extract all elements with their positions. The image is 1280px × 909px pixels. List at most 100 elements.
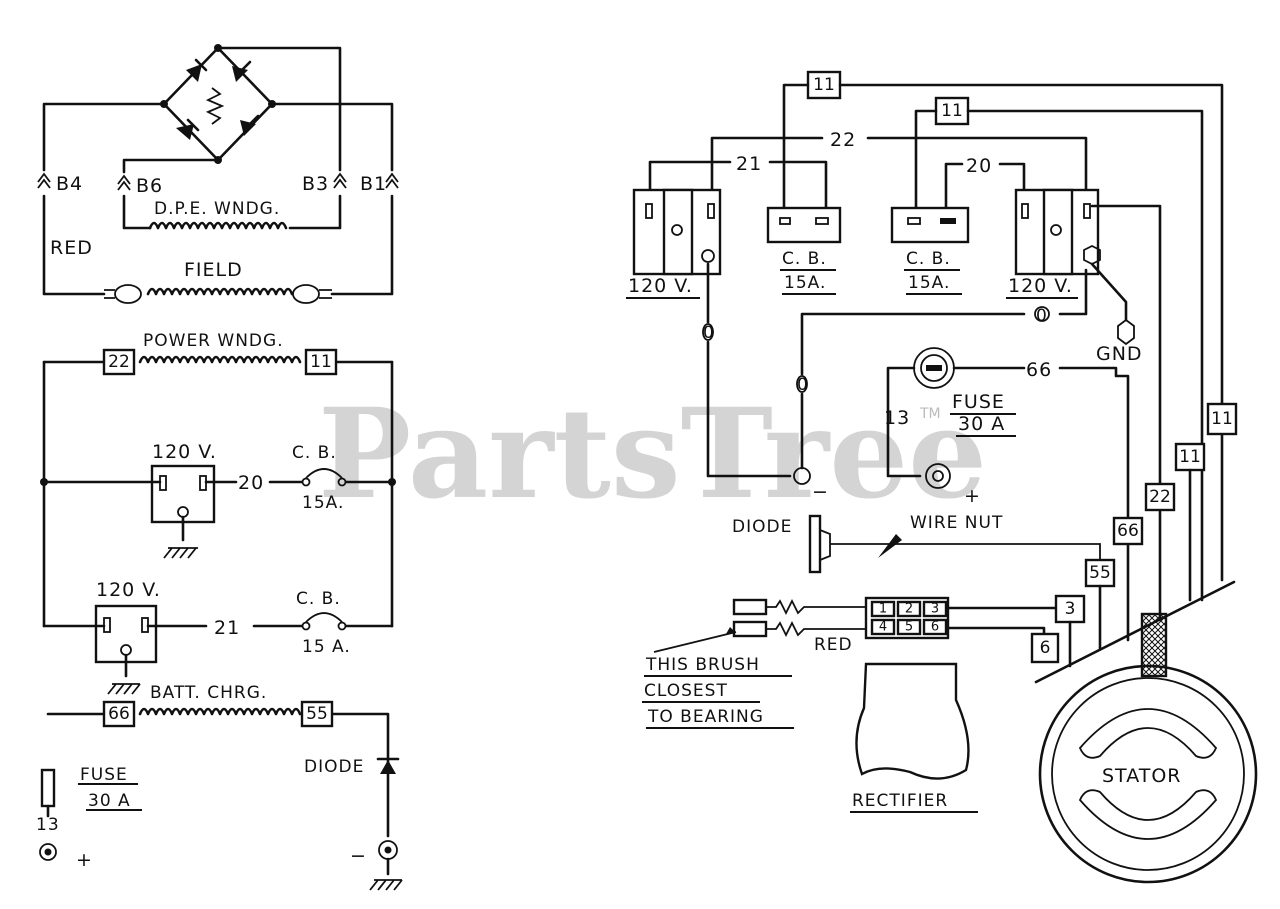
terminal-b4-label: B4 [56, 173, 83, 195]
tag-66: 66 [1117, 521, 1139, 541]
ground-icon [163, 547, 198, 559]
wire-nut-icon [878, 534, 902, 558]
tag-6: 6 [1040, 638, 1051, 658]
brush-top-icon [732, 598, 768, 616]
red-wire-label: RED [814, 635, 853, 655]
negative-sign: − [812, 481, 829, 503]
trademark-mark: TM [919, 406, 941, 422]
cb-bottom-label: C. B. [296, 589, 341, 609]
cb-left-rating: 15A. [784, 273, 826, 293]
dpe-winding-label: D.P.E. WNDG. [154, 199, 280, 219]
brush-note-line-3: TO BEARING [647, 707, 764, 727]
top-tag-11-b: 11 [941, 101, 963, 121]
tag-11-c-box [1174, 442, 1206, 472]
connector-cell-5: 5 [905, 620, 913, 635]
bridge-diode-icons [176, 58, 260, 140]
field-winding-coil [146, 287, 294, 296]
battery-positive-terminal [39, 843, 57, 861]
diode-label: DIODE [304, 757, 364, 777]
tag-22: 22 [108, 352, 130, 372]
tag-55-box [300, 700, 334, 728]
power-winding-coil [138, 355, 302, 364]
positive-sign: + [964, 485, 981, 507]
batt-chrg-coil [138, 707, 302, 716]
power-winding-label: POWER WNDG. [143, 331, 284, 351]
tag-66-box [102, 700, 136, 728]
cb-top-switch-icon [305, 468, 343, 479]
receptacle-top-label: 120 V. [152, 441, 217, 463]
tag-11: 11 [310, 352, 332, 372]
fuse-label: FUSE [80, 765, 128, 785]
wire-0-c-label: 0 [797, 375, 809, 395]
terminal-b1-label: B1 [360, 173, 387, 195]
wire-0-b-label: 0 [1036, 306, 1048, 326]
dpe-winding-coil [148, 221, 288, 230]
receptacle-bottom-icon [94, 604, 158, 664]
tag-55: 55 [306, 704, 328, 724]
connector-cell-1: 1 [879, 602, 887, 617]
cb-bottom-switch-icon [305, 612, 343, 623]
terminal-b3-label: B3 [302, 173, 329, 195]
tag-66-box [1112, 516, 1144, 546]
red-wire-label: RED [50, 237, 93, 259]
connector-cell-6: 6 [931, 620, 939, 635]
receptacle-bottom-label: 120 V. [96, 579, 161, 601]
tag-55-box [1084, 558, 1116, 588]
watermark-text: PartsTree [318, 382, 987, 527]
wire-13-label: 13 [36, 815, 60, 835]
receptacle-left-label: 120 V. [628, 275, 693, 297]
stator-slot-bottom [1078, 789, 1218, 840]
fuse-rating: 30 A [88, 791, 131, 811]
diode-icon [380, 760, 396, 774]
tag-55: 55 [1089, 563, 1111, 583]
batt-chrg-label: BATT. CHRG. [150, 683, 267, 703]
connector-cell-2: 2 [905, 602, 913, 617]
tag-22: 22 [1149, 487, 1171, 507]
tag-11-box [304, 348, 338, 376]
cb-left-label: C. B. [782, 249, 827, 269]
fuse-icon [40, 768, 56, 808]
watermark: PartsTree TM [318, 382, 987, 527]
connector-cell-4: 4 [879, 620, 887, 635]
negative-terminal [793, 467, 811, 485]
stator-label: STATOR [1102, 765, 1181, 787]
gnd-terminal-icon [1117, 318, 1135, 346]
diode-icon [808, 514, 822, 574]
stator-outer [1038, 664, 1258, 884]
rectifier-label: RECTIFIER [852, 791, 948, 811]
wire-0-a-label: 0 [703, 323, 715, 343]
wire-20-label: 20 [238, 472, 264, 494]
receptacle-right-label: 120 V. [1008, 275, 1073, 297]
tag-66: 66 [108, 704, 130, 724]
wire-20-label: 20 [966, 155, 992, 177]
stator-slot-top [1078, 708, 1218, 759]
tag-6-box [1030, 632, 1060, 664]
tag-11-c: 11 [1179, 447, 1201, 467]
cb-right-icon [890, 206, 970, 244]
terminal-b6-label: B6 [136, 175, 163, 197]
cb-right-rating: 15A. [908, 273, 950, 293]
tag-22-box [102, 348, 136, 376]
charging-section: BATT. CHRG. 66 55 FUSE 30 A 13 + DIODE − [36, 683, 403, 891]
receptacle-top-icon [150, 464, 216, 524]
wire-22-label: 22 [830, 129, 856, 151]
top-tag-11-a: 11 [813, 75, 835, 95]
gnd-label: GND [1096, 343, 1143, 365]
cb-top-label: C. B. [292, 443, 337, 463]
cb-bottom-rating: 15 A. [302, 637, 351, 657]
brush-left [114, 284, 142, 304]
tag-22-box [1144, 482, 1176, 512]
rectifier-body-icon [855, 662, 970, 780]
wire-21-label: 21 [214, 617, 240, 639]
field-label: FIELD [184, 259, 243, 281]
brush-bottom-icon [732, 620, 768, 638]
wire-13-label: 13 [884, 407, 910, 429]
cb-left-icon [766, 206, 842, 244]
wire-nut-label: WIRE NUT [910, 513, 1003, 533]
tag-3-box [1054, 594, 1086, 624]
tag-11-d: 11 [1211, 409, 1233, 429]
power-section: POWER WNDG. 22 11 120 V. 20 C. B. 15A. 1… [40, 331, 396, 695]
cb-right-label: C. B. [906, 249, 951, 269]
wiring-layout: 11 11 22 21 20 120 V. C. B. [626, 70, 1258, 884]
